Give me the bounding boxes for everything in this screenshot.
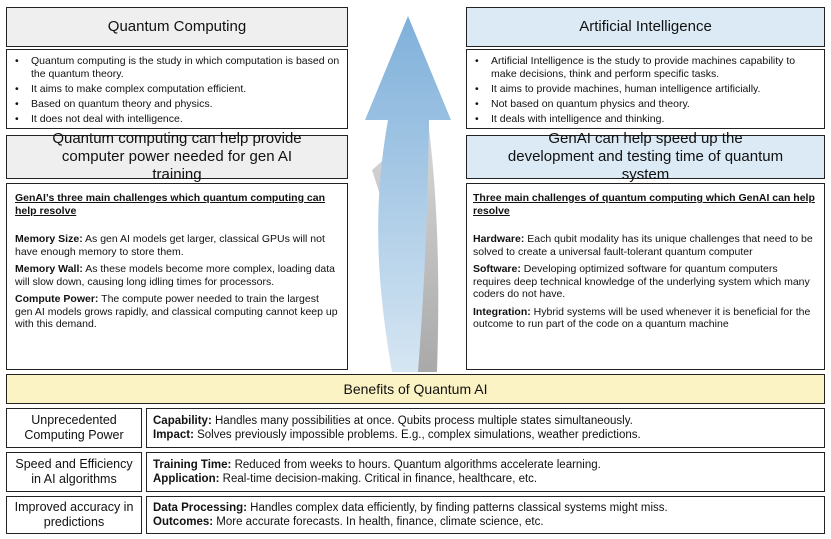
quantum-challenges-title: Three main challenges of quantum computi… bbox=[473, 192, 815, 217]
challenge-text: Each qubit modality has its unique chall… bbox=[473, 233, 813, 258]
benefits-header-text: Benefits of Quantum AI bbox=[343, 381, 488, 397]
qc-bullet-2: It aims to make complex computation effi… bbox=[9, 83, 341, 96]
quantum-challenges-box: Three main challenges of quantum computi… bbox=[466, 183, 825, 370]
genai-challenges-title: GenAI’s three main challenges which quan… bbox=[15, 192, 325, 217]
benefit-line: Application: Real-time decision-making. … bbox=[153, 473, 538, 485]
challenge-label: Compute Power: bbox=[15, 293, 99, 305]
ai-bullet-3: Not based on quantum physics and theory. bbox=[469, 98, 818, 111]
challenge-label: Memory Size: bbox=[15, 233, 83, 245]
challenge-hardware: Hardware: Each qubit modality has its un… bbox=[473, 233, 816, 258]
challenge-label: Hardware: bbox=[473, 233, 525, 245]
challenge-text: As these models become more complex, loa… bbox=[15, 263, 336, 288]
challenge-software: Software: Developing optimized software … bbox=[473, 263, 816, 301]
benefits-header: Benefits of Quantum AI bbox=[6, 374, 825, 404]
challenge-label: Integration: bbox=[473, 305, 531, 318]
benefit-row-3-name: Improved accuracy in predictions bbox=[6, 496, 142, 534]
ai-bullet-2: It aims to provide machines, human intel… bbox=[469, 83, 818, 96]
benefit-row-1-details: Capability: Handles many possibilities a… bbox=[146, 408, 825, 448]
benefit-row-1-name: Unprecedented Computing Power bbox=[6, 408, 142, 448]
benefit-line: Capability: Handles many possibilities a… bbox=[153, 415, 633, 427]
artificial-intelligence-title-text: Artificial Intelligence bbox=[579, 18, 712, 35]
ai-bullet-4: It deals with intelligence and thinking. bbox=[469, 113, 818, 126]
challenge-memory-wall: Memory Wall: As these models become more… bbox=[15, 263, 339, 288]
challenge-text: Hybrid systems will be used whenever it … bbox=[473, 305, 811, 331]
benefit-row-2-details: Training Time: Reduced from weeks to hou… bbox=[146, 452, 825, 492]
benefit-line: Outcomes: More accurate forecasts. In he… bbox=[153, 516, 544, 528]
benefit-row-3-details: Data Processing: Handles complex data ef… bbox=[146, 496, 825, 534]
challenge-text: As gen AI models get larger, classical G… bbox=[15, 233, 325, 258]
challenge-text: Developing optimized software for quantu… bbox=[473, 263, 810, 300]
challenge-compute-power: Compute Power: The compute power needed … bbox=[15, 293, 339, 331]
qc-bullet-1: Quantum computing is the study in which … bbox=[9, 55, 341, 80]
genai-help-header: GenAI can help speed up the development … bbox=[466, 130, 825, 183]
benefit-row-2-name: Speed and Efficiency in AI algorithms bbox=[6, 452, 142, 492]
artificial-intelligence-title: Artificial Intelligence bbox=[466, 7, 825, 47]
challenge-label: Memory Wall: bbox=[15, 263, 83, 275]
qc-help-header-text: Quantum computing can help provide compu… bbox=[52, 130, 302, 183]
genai-challenges-box: GenAI’s three main challenges which quan… bbox=[6, 183, 348, 370]
benefit-line: Data Processing: Handles complex data ef… bbox=[153, 502, 668, 514]
challenge-text: The compute power needed to train the la… bbox=[15, 293, 338, 330]
qc-bullet-4: It does not deal with intelligence. bbox=[9, 113, 341, 126]
ai-bullet-1: Artificial Intelligence is the study to … bbox=[469, 55, 818, 80]
benefit-line: Impact: Solves previously impossible pro… bbox=[153, 429, 641, 441]
challenge-integration: Integration: Hybrid systems will be used… bbox=[473, 306, 816, 331]
quantum-computing-bullets: Quantum computing is the study in which … bbox=[6, 49, 348, 129]
artificial-intelligence-bullets: Artificial Intelligence is the study to … bbox=[466, 49, 825, 129]
genai-help-header-text: GenAI can help speed up the development … bbox=[507, 130, 784, 183]
quantum-computing-title: Quantum Computing bbox=[6, 7, 348, 47]
challenge-memory-size: Memory Size: As gen AI models get larger… bbox=[15, 233, 339, 258]
qc-help-header: Quantum computing can help provide compu… bbox=[6, 130, 348, 183]
quantum-computing-title-text: Quantum Computing bbox=[107, 18, 247, 35]
benefit-line: Training Time: Reduced from weeks to hou… bbox=[153, 459, 601, 471]
arrow-blue-body bbox=[365, 16, 451, 372]
qc-bullet-3: Based on quantum theory and physics. bbox=[9, 98, 341, 111]
challenge-label: Software: bbox=[473, 263, 521, 275]
